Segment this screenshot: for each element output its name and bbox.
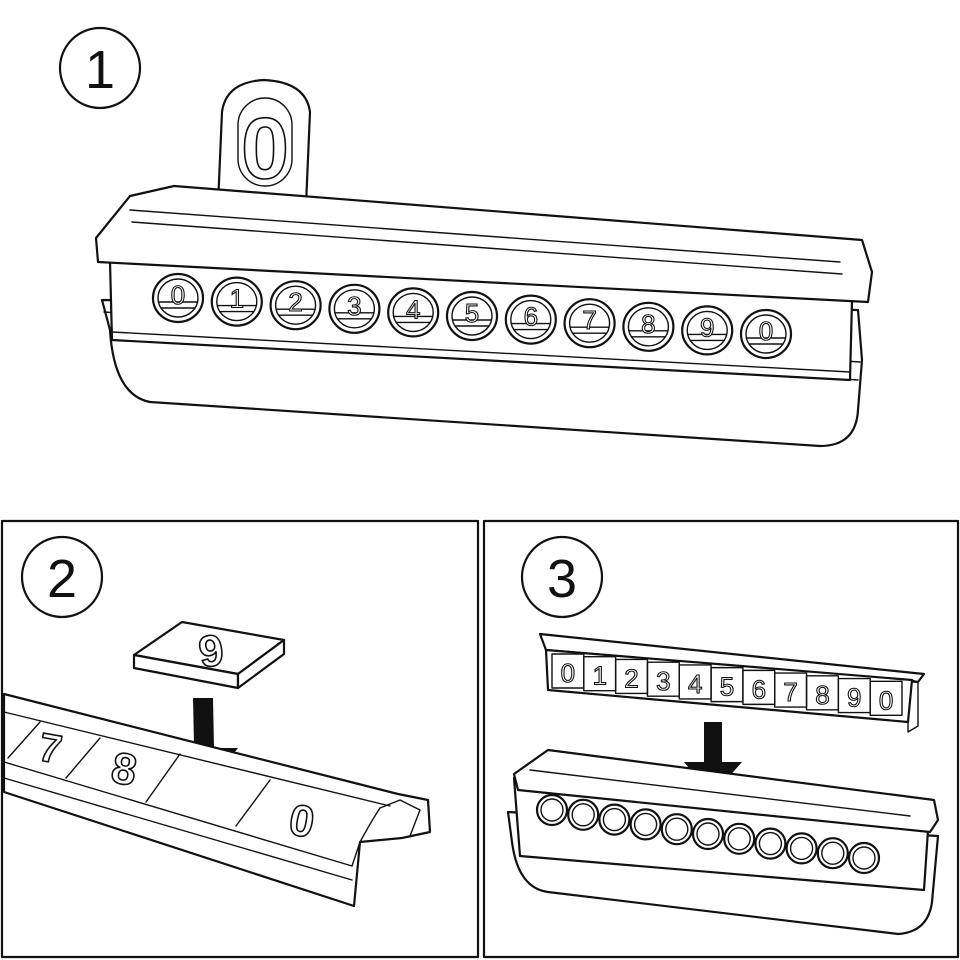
window-circle	[387, 287, 440, 338]
strip-digit: 7	[783, 677, 797, 707]
window-circle	[563, 298, 616, 349]
strip-cell: 3	[646, 661, 680, 697]
window-digit: 6	[524, 302, 538, 332]
strip-digit: 0	[561, 658, 575, 688]
window-digit: 5	[465, 298, 479, 328]
digit-window-row: 0 1 2 3 4 5 6 7 8 9 0	[151, 272, 793, 360]
digit-window: 6	[504, 294, 557, 345]
digit-window: 1	[210, 276, 263, 327]
empty-window	[567, 798, 600, 831]
empty-window	[691, 817, 725, 851]
strip-digit: 1	[592, 661, 606, 691]
window-digit: 1	[230, 284, 244, 314]
window-digit: 7	[582, 305, 596, 335]
strip-cell: 4	[678, 664, 712, 700]
card-digit: 0	[241, 101, 289, 197]
strip-cell: 9	[837, 677, 871, 714]
strip-cell: 5	[710, 666, 744, 703]
window-digit: 3	[347, 291, 361, 321]
window-digit: 4	[406, 294, 420, 324]
step-1-panel: 1 0 0 1 2 3 4 5 6 7 8 9 0	[58, 26, 874, 448]
empty-window	[629, 808, 662, 841]
window-circle	[504, 294, 557, 345]
digit-window: 4	[387, 287, 440, 338]
strip-cell: 6	[742, 669, 776, 706]
digit-window: 9	[681, 305, 734, 356]
window-digit: 2	[288, 287, 302, 317]
step-1-badge: 1	[58, 26, 142, 110]
window-circle	[622, 301, 675, 352]
step-3-frame	[482, 519, 960, 959]
step-2-panel: 2 9 7 8 0	[0, 519, 480, 959]
empty-window	[785, 832, 818, 865]
window-circle	[681, 305, 734, 356]
tray-digit-1: 7	[35, 725, 65, 772]
empty-window	[598, 803, 631, 836]
window-circle	[210, 276, 263, 327]
empty-window	[535, 793, 569, 827]
step-3-badge: 3	[520, 535, 604, 619]
window-row-3	[535, 793, 881, 875]
digit-window: 0	[739, 308, 793, 360]
step-2-number: 2	[47, 549, 77, 609]
window-circle	[739, 308, 793, 360]
empty-window	[816, 837, 849, 870]
strip-cell: 1	[583, 656, 617, 692]
step-2-badge: 2	[20, 535, 104, 619]
empty-window	[660, 813, 693, 846]
digit-window: 3	[328, 283, 381, 334]
window-digit: 0	[171, 280, 185, 310]
step-3-number: 3	[547, 549, 577, 609]
digit-window: 7	[563, 298, 616, 349]
window-circle	[445, 290, 499, 342]
digit-window: 5	[445, 290, 499, 342]
digit-window: 2	[269, 280, 322, 331]
step-2-frame	[0, 519, 480, 959]
strip-digit: 0	[879, 685, 893, 715]
strip-digit: 4	[688, 669, 702, 699]
strip-digit: 6	[752, 674, 766, 704]
strip-cell: 0	[869, 680, 903, 716]
window-digit: 0	[759, 316, 773, 346]
card-tray	[2, 692, 432, 908]
strip-digit: 5	[720, 672, 734, 702]
loose-number-card: 9	[132, 620, 286, 690]
strip-digit: 2	[624, 663, 638, 693]
window-circle	[151, 272, 205, 324]
strip-digit: 9	[847, 683, 861, 713]
window-digit: 8	[641, 309, 655, 339]
digit-window: 8	[622, 301, 675, 352]
window-circle	[328, 283, 381, 334]
raised-number-card: 0	[216, 78, 312, 207]
empty-window	[754, 827, 787, 860]
window-circle	[269, 280, 322, 331]
window-digit: 9	[700, 312, 714, 342]
empty-window	[723, 822, 756, 855]
strip-digit: 3	[656, 666, 670, 696]
digit-window: 0	[151, 272, 205, 324]
top-rim-3	[512, 748, 940, 834]
step-1-number: 1	[85, 40, 115, 100]
strip-digit: 8	[815, 680, 829, 710]
empty-window	[847, 841, 881, 875]
